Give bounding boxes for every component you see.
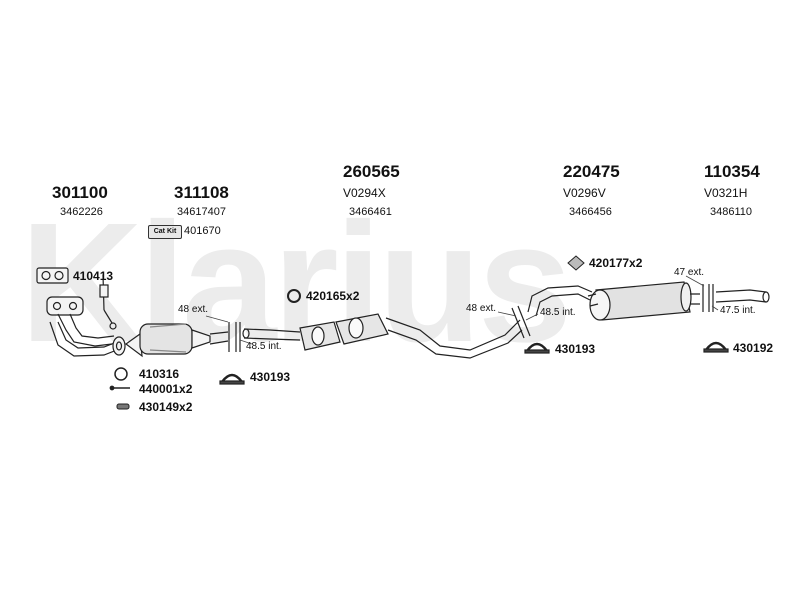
part-number-110354: 110354 (704, 162, 760, 181)
part-ref-3462226: 3462226 (60, 206, 103, 218)
fitting-code-430193-b: 430193 (555, 342, 596, 356)
ring-410316-shape (114, 367, 128, 381)
gasket-410413-shape (36, 267, 69, 284)
dimension-label-47-ext: 47 ext. (674, 267, 705, 278)
clamp-1-shape (228, 322, 241, 352)
catalytic-converter-shape (124, 323, 229, 358)
cat-kit-number: 401670 (184, 225, 221, 237)
part-number-301100: 301100 (52, 183, 108, 202)
fitting-code-430192: 430192 (733, 341, 774, 355)
fitting-code-440001: 440001x2 (139, 382, 193, 396)
ring-420165-shape (287, 289, 301, 303)
part-ref-3466456: 3466456 (569, 206, 612, 218)
cat-kit-badge: Cat Kit (148, 225, 182, 239)
downpipe-flange-shape (46, 296, 84, 316)
bolt-430149-shape (116, 403, 130, 410)
part-code-v0296v: V0296V (563, 186, 606, 200)
part-ref-34617407: 34617407 (177, 206, 226, 218)
part-code-v0294x: V0294X (343, 186, 386, 200)
part-ref-3466461: 3466461 (349, 206, 392, 218)
dimension-label-48-ext-2: 48 ext. (466, 303, 497, 314)
fitting-code-420165: 420165x2 (306, 289, 360, 303)
fitting-code-430193-a: 430193 (250, 370, 291, 384)
dimension-leaders (205, 275, 719, 345)
part-ref-3486110: 3486110 (710, 206, 753, 218)
part-code-v0321h: V0321H (704, 186, 748, 200)
hanger-430193-b-shape (524, 342, 550, 354)
part-number-311108: 311108 (174, 183, 229, 202)
mount-420177-shape (567, 255, 585, 271)
tail-pipe-shape (690, 289, 770, 305)
dimension-label-48-5-int-2: 48.5 int. (540, 307, 576, 318)
hanger-430193-a-shape (219, 373, 245, 385)
rear-intermediate-pipe-shape (385, 317, 523, 359)
bolt-440001-shape (109, 385, 130, 391)
dimension-label-47-5-int: 47.5 int. (720, 305, 756, 316)
rear-silencer-shape (587, 281, 692, 321)
clamp-2-shape (511, 305, 531, 339)
rear-pipe-shape (527, 285, 593, 317)
center-silencer-shape (299, 313, 389, 351)
lambda-sensor-shape (99, 274, 117, 330)
fitting-code-430149: 430149x2 (139, 400, 193, 414)
dimension-label-48-5-int-1: 48.5 int. (246, 341, 282, 352)
fitting-code-420177: 420177x2 (589, 256, 643, 270)
part-number-260565: 260565 (343, 162, 400, 181)
fitting-code-410413: 410413 (73, 269, 114, 283)
dimension-label-48-ext-1: 48 ext. (178, 304, 209, 315)
part-number-220475: 220475 (563, 162, 620, 181)
hanger-430192-shape (703, 341, 729, 353)
fitting-code-410316: 410316 (139, 367, 180, 381)
front-pipe-shape (49, 313, 126, 357)
intermediate-pipe-shape (242, 328, 301, 341)
clamp-3-shape (702, 284, 714, 312)
